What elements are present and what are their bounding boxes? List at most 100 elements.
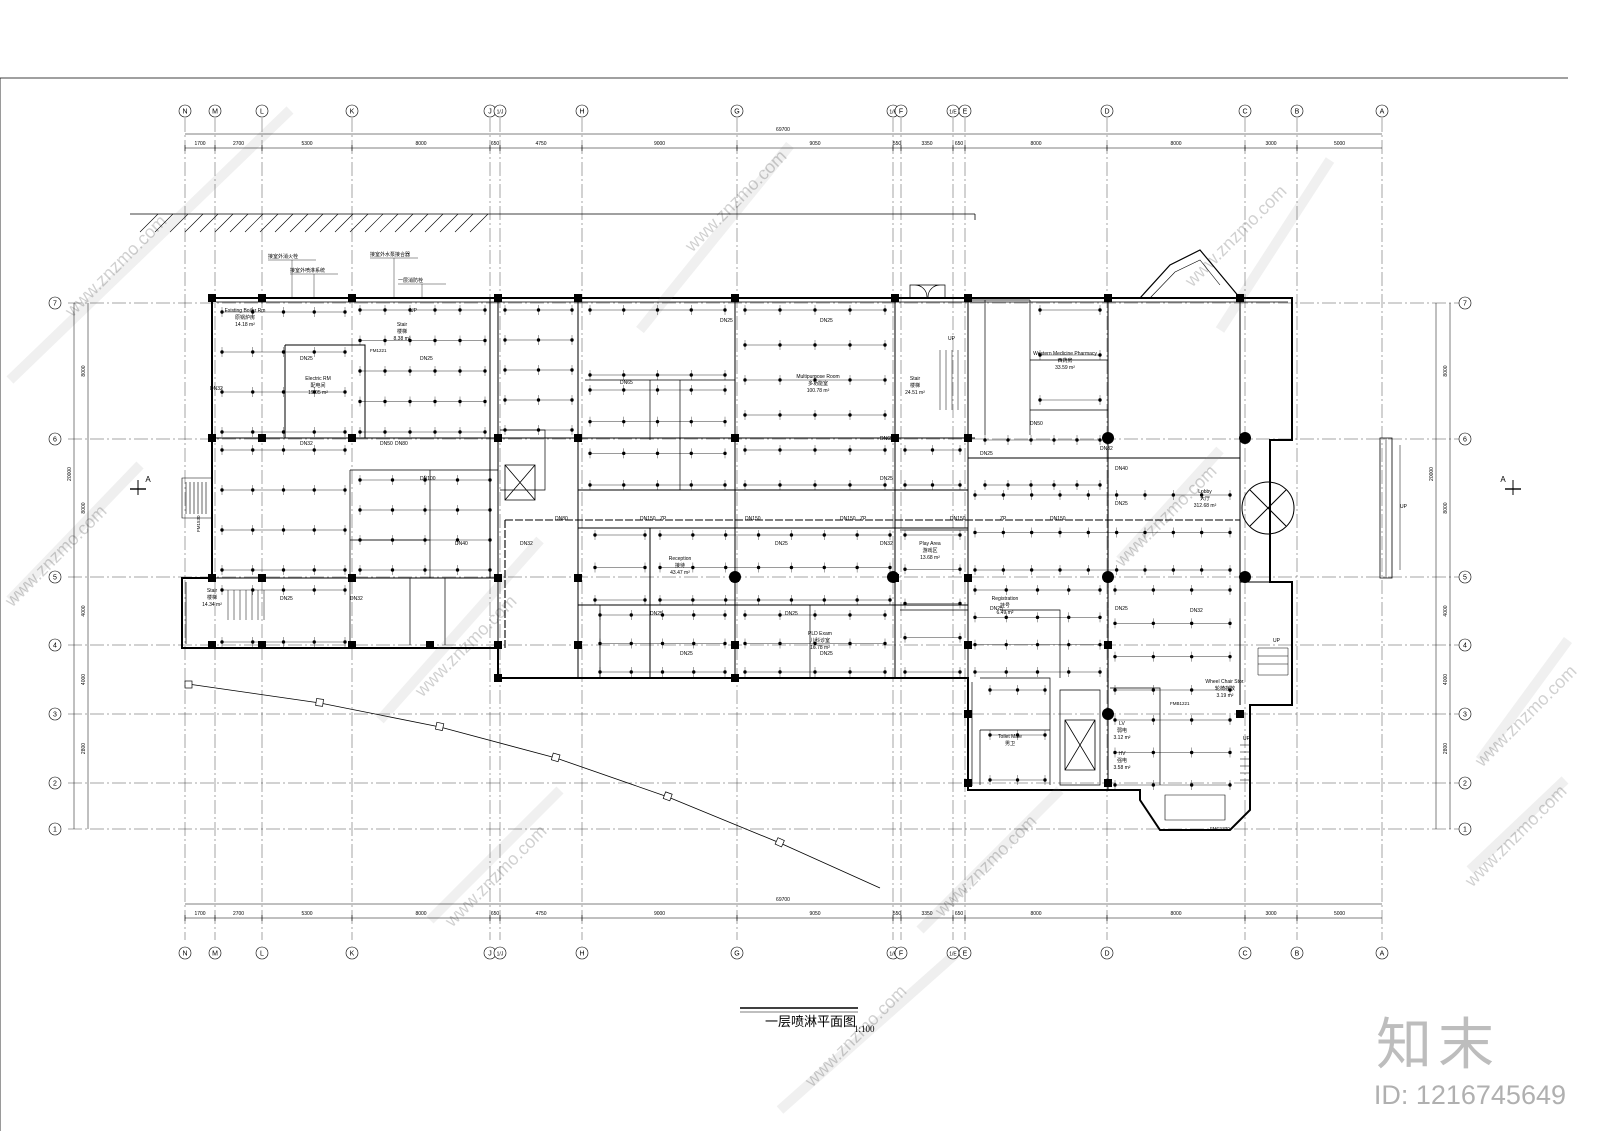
sprinkler-head [488, 568, 492, 572]
stair-up-label: UP [1243, 736, 1251, 742]
sprinkler-head [789, 598, 794, 602]
sprinkler-head [343, 390, 347, 394]
sprinkler-head [1086, 493, 1091, 497]
sprinkler-head [1228, 493, 1232, 497]
sprinkler-head [570, 308, 574, 312]
sprinkler-head [488, 478, 492, 482]
sprinkler-head [1058, 493, 1062, 497]
row-axis-label: 4 [1463, 643, 1467, 650]
structural-column [208, 574, 216, 582]
sprinkler-head [1035, 615, 1040, 620]
sprinkler-head [723, 419, 727, 424]
structural-column [208, 434, 216, 442]
sprinkler-head [312, 568, 316, 572]
sprinkler-head [1199, 493, 1204, 497]
sprinkler-head [988, 778, 992, 782]
pipe-size-label: DN25 [820, 318, 833, 324]
sprinkler-head [343, 568, 347, 572]
structural-column [1236, 294, 1244, 302]
sprinkler-head [724, 565, 728, 570]
site-watermark: www.znzmo.com [930, 811, 1040, 921]
sprinkler-head [358, 538, 362, 542]
pipe-size-label: DN25 [775, 541, 788, 547]
sprinkler-head [813, 413, 817, 417]
row-axis-label: 7 [53, 301, 57, 308]
sprinkler-head [903, 636, 907, 640]
sprinkler-head [883, 641, 887, 646]
sprinkler-head [383, 369, 387, 373]
sprinkler-head [483, 399, 487, 404]
structural-column [348, 574, 356, 582]
row-axis-label: 5 [53, 575, 57, 582]
sprinkler-head [973, 670, 977, 674]
column-axis-label: L [260, 951, 264, 958]
site-watermark: www.znzmo.com [680, 146, 790, 256]
column-spacing-label: 1700 [194, 141, 205, 147]
sprinkler-head [1143, 493, 1147, 497]
sprinkler-head [588, 451, 592, 456]
sprinkler-head [343, 310, 347, 314]
sprinkler-head [903, 601, 907, 606]
column-spacing-label: 9000 [654, 141, 665, 147]
sprinkler-head [658, 533, 662, 537]
room-name-zh: 男卫 [1005, 741, 1015, 747]
sprinkler-head [848, 378, 852, 382]
sprinkler-head [1001, 530, 1006, 535]
sprinkler-head [251, 310, 255, 314]
pipe-size-label: DN50 [1030, 421, 1043, 427]
sprinkler-head [383, 308, 387, 312]
sprinkler-head [390, 568, 395, 572]
column-spacing-label: 4750 [535, 141, 546, 147]
room-name-zh: 挂号 [1000, 602, 1010, 609]
sprinkler-head [691, 533, 695, 537]
sprinkler-head [433, 430, 437, 434]
room-area: 312.68 m² [1194, 503, 1217, 509]
section-mark-label: A [1500, 475, 1506, 484]
sprinkler-head [778, 378, 782, 382]
sprinkler-head [643, 598, 647, 602]
structural-column [731, 434, 739, 442]
sprinkler-head [883, 483, 887, 487]
site-watermark: www.znzmo.com [1180, 181, 1290, 291]
sprinkler-head [743, 378, 747, 382]
pipe-size-label: DN32 [300, 441, 313, 447]
sprinkler-head [958, 636, 962, 640]
room-name-en: Existing Boiler Rm [225, 308, 266, 314]
round-column [1239, 432, 1251, 444]
room-name-zh: 轮椅存放 [1215, 685, 1235, 692]
row-axis-bubble [48, 570, 62, 584]
sprinkler-head [689, 388, 693, 392]
sprinkler-head [883, 670, 887, 674]
sprinkler-head [593, 565, 597, 570]
pipe-size-label: DN32 [1100, 446, 1113, 452]
sprinkler-head [778, 641, 782, 646]
column-axis-label: 1/E [949, 952, 957, 958]
column-axis-bubble [575, 104, 589, 118]
sprinkler-head [358, 399, 362, 404]
sprinkler-head [251, 430, 255, 434]
sprinkler-head [536, 368, 541, 372]
column-spacing-label: 8000 [415, 911, 426, 917]
row-group-dimension-label: 20000 [67, 467, 73, 481]
sprinkler-head [390, 508, 395, 512]
sprinkler-head [1035, 642, 1040, 647]
sprinkler-head [903, 670, 907, 674]
sprinkler-head [1035, 588, 1040, 592]
structural-column [891, 434, 899, 442]
round-column [1102, 432, 1114, 444]
pipe-size-label: DN25 [880, 476, 893, 482]
pipe-size-label: DN80 [395, 441, 408, 447]
sprinkler-head [1113, 783, 1117, 787]
sprinkler-head [622, 483, 626, 487]
pipe-size-label: DN150 [1050, 516, 1066, 522]
room-name-en: Lobby [1198, 489, 1212, 495]
pipe-size-label: DN25 [680, 651, 693, 657]
sprinkler-head [588, 419, 592, 424]
column-axis-label: G [734, 109, 739, 116]
column-axis-bubble [958, 946, 972, 960]
column-spacing-label: 3350 [921, 141, 932, 147]
image-id-watermark: ID: 1216745649 [1373, 1080, 1566, 1110]
sprinkler-head [643, 565, 647, 570]
sprinkler-head [1143, 568, 1147, 572]
sprinkler-head [1067, 642, 1071, 647]
